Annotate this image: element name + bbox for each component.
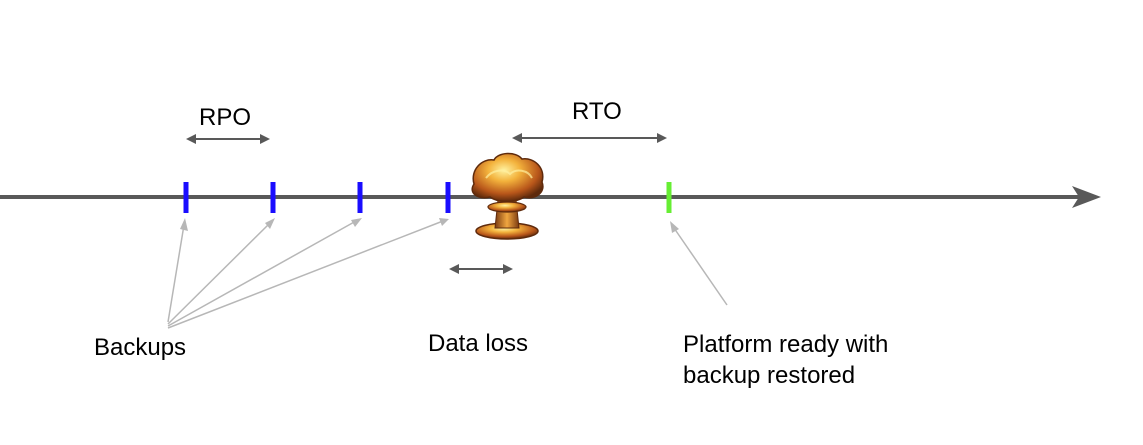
rto-label: RTO	[572, 98, 622, 125]
rto-span-arrow	[512, 133, 667, 143]
data-loss-label: Data loss	[428, 330, 529, 357]
rpo-span-arrow	[186, 134, 270, 144]
rpo-label: RPO	[199, 104, 252, 131]
data-loss-span-arrow	[449, 264, 513, 274]
platform-ready-line-1: Platform ready with	[683, 331, 889, 358]
platform-ready-line-2: backup restored	[683, 362, 856, 389]
timeline-axis	[0, 186, 1101, 208]
restore-pointer-arrow	[670, 221, 728, 306]
platform-ready-label: Platform ready with backup restored	[683, 329, 888, 391]
mushroom-cloud-icon	[471, 152, 544, 240]
backups-label: Backups	[94, 334, 187, 361]
backup-pointer-arrows	[167, 218, 449, 329]
